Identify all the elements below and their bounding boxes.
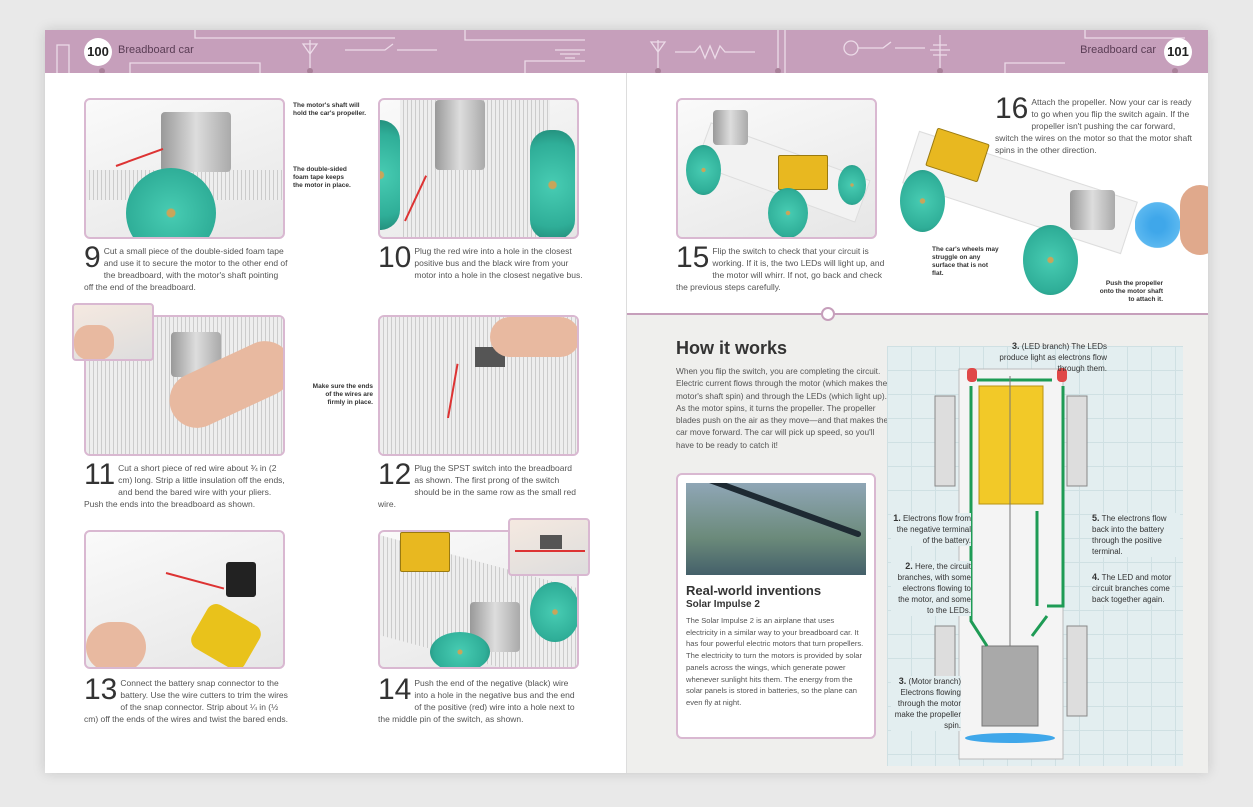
how-it-works-body: When you flip the switch, you are comple… [676, 366, 889, 450]
step-number: 10 [378, 241, 412, 274]
page-gutter [626, 73, 627, 773]
circuit-diagram: 3. (LED branch) The LEDs produce light a… [887, 341, 1183, 766]
step-number: 16 [995, 92, 1029, 125]
step-text: Flip the switch to check that your circu… [676, 246, 885, 292]
step-number: 15 [676, 241, 710, 274]
step-16-callout-wheels: The car's wheels may struggle on any sur… [932, 246, 999, 277]
step-text: Plug the red wire into a hole in the clo… [414, 246, 583, 280]
step-9-callout-tape: The double-sided foam tape keeps the mot… [293, 166, 351, 189]
book-spread: 100 Breadboard car Breadboard car 101 Th… [45, 30, 1208, 773]
label-negative-terminal: 1. Electrons flow from the negative term… [891, 513, 971, 546]
step-11-inset-photo [72, 303, 154, 361]
step-12-callout: Make sure the ends of the wires are firm… [312, 383, 373, 406]
step-number: 14 [378, 673, 412, 706]
step-16-callout-propeller: Push the propeller onto the motor shaft … [1099, 280, 1163, 303]
label-circuit-branches: 2. Here, the circuit branches, with some… [891, 561, 971, 616]
circuit-decoration [56, 30, 1185, 73]
step-number: 13 [84, 673, 118, 706]
step-text: Connect the battery snap connector to th… [84, 678, 288, 724]
step-14-inset-photo [508, 518, 590, 576]
label-positive-terminal: 5. The electrons flow back into the batt… [1092, 513, 1180, 557]
left-page-number: 100 [84, 38, 112, 66]
step-15-photo [676, 98, 877, 239]
step-16-photo [895, 127, 1208, 310]
real-world-inventions-box: Real-world inventions Solar Impulse 2 Th… [676, 473, 876, 739]
step-9-photo [84, 98, 285, 239]
solar-impulse-photo [686, 483, 866, 575]
step-text: Push the end of the negative (black) wir… [378, 678, 575, 724]
label-branches-rejoin: 4. The LED and motor circuit branches co… [1092, 572, 1172, 605]
step-text: Attach the propeller. Now your car is re… [995, 97, 1193, 155]
step-10-photo [378, 98, 579, 239]
step-text: Cut a small piece of the double-sided fo… [84, 246, 288, 292]
step-text: Plug the SPST switch into the breadboard… [378, 463, 576, 509]
section-divider [627, 313, 1208, 315]
step-9-callout-shaft: The motor's shaft will hold the car's pr… [293, 102, 367, 117]
real-world-body: The Solar Impulse 2 is an airplane that … [686, 616, 864, 707]
real-world-subtitle: Solar Impulse 2 [686, 599, 760, 610]
step-13-photo [84, 530, 285, 669]
label-led-branch: 3. (LED branch) The LEDs produce light a… [999, 341, 1107, 373]
divider-dot [821, 307, 835, 321]
how-it-works-title: How it works [676, 338, 788, 358]
right-running-title: Breadboard car [1080, 44, 1156, 56]
step-number: 9 [84, 241, 101, 274]
left-running-title: Breadboard car [118, 44, 194, 56]
step-12-photo [378, 315, 579, 456]
step-text: Cut a short piece of red wire about ¾ in… [84, 463, 285, 509]
circuit-illustration [934, 368, 1088, 760]
real-world-title: Real-world inventions [686, 583, 822, 598]
right-page-number: 101 [1164, 38, 1192, 66]
step-number: 12 [378, 458, 412, 491]
label-motor-branch: 3. (Motor branch) Electrons flowing thro… [891, 676, 961, 731]
page-header: 100 Breadboard car Breadboard car 101 [45, 30, 1208, 73]
step-number: 11 [84, 458, 116, 491]
